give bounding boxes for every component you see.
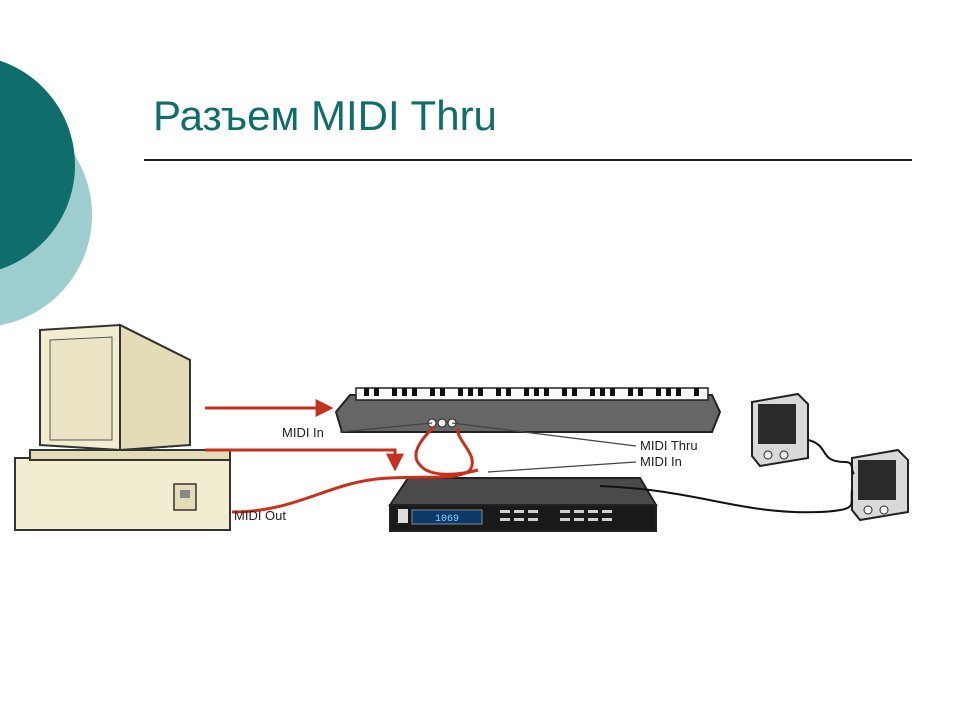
corner-decoration <box>0 60 92 326</box>
computer <box>14 323 231 531</box>
label-midi-out: MIDI Out <box>234 508 286 523</box>
speaker-right <box>851 448 909 522</box>
midi-out-cable <box>231 427 474 514</box>
title-divider <box>144 159 912 161</box>
audio-cables <box>599 439 855 514</box>
arrow-to-module <box>205 448 404 472</box>
label-midi-in-keyboard: MIDI In <box>282 425 324 440</box>
midi-keyboard <box>334 387 722 433</box>
decor-circle-dark <box>0 60 75 270</box>
black-keys <box>364 388 699 396</box>
keyboard-midi-ports <box>427 418 457 428</box>
midi-signal-arrows <box>205 399 479 514</box>
midi-thru-diagram: 1069 MIDI In MIDI Th <box>14 323 909 532</box>
module-display <box>411 509 483 525</box>
thru-cable <box>414 425 479 476</box>
slide-title: Разъем MIDI Thru <box>153 92 497 139</box>
speaker-left <box>751 392 809 468</box>
sound-module: 1069 <box>388 477 658 532</box>
label-midi-thru: MIDI Thru <box>640 438 698 453</box>
display-value: 1069 <box>435 514 459 525</box>
system-unit <box>14 449 231 531</box>
label-midi-in-module: MIDI In <box>640 454 682 469</box>
monitor <box>39 323 191 452</box>
module-buttons <box>500 510 612 521</box>
label-pointers <box>339 422 637 473</box>
